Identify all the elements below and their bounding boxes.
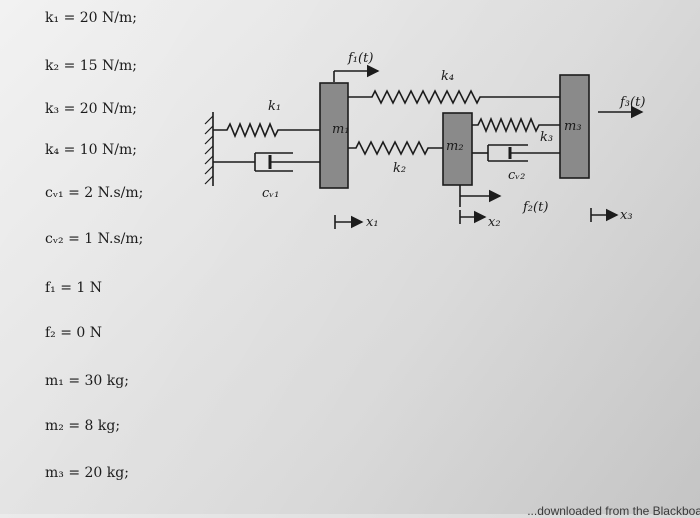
label-f3: f₃(t) <box>619 95 645 110</box>
param-m3: m₃ = 20 kg; <box>45 465 129 481</box>
mass-m1 <box>319 82 349 189</box>
param-f2: f₂ = 0 N <box>45 325 103 341</box>
label-k2: k₂ <box>393 161 406 176</box>
damper-cv1 <box>213 152 320 172</box>
spring-k1 <box>213 121 320 139</box>
label-f2: f₂(t) <box>522 200 548 215</box>
mass-m3 <box>559 74 590 179</box>
spring-k2 <box>348 140 443 156</box>
footer-watermark-text: ...downloaded from the Blackboa <box>527 504 700 518</box>
param-k2: k₂ = 15 N/m; <box>45 58 137 74</box>
param-k4: k₄ = 10 N/m; <box>45 142 137 158</box>
label-cv1: cᵥ₁ <box>262 186 279 201</box>
parameter-list: k₁ = 20 N/m; k₂ = 15 N/m; k₃ = 20 N/m; k… <box>0 0 200 514</box>
label-f1: f₁(t) <box>347 51 373 66</box>
param-k3: k₃ = 20 N/m; <box>45 101 137 117</box>
label-k3: k₃ <box>540 130 553 145</box>
damper-cv2 <box>472 144 560 162</box>
spring-k3 <box>472 116 560 134</box>
label-x2: x₂ <box>488 215 501 230</box>
spring-k4 <box>348 89 560 105</box>
label-m3: m₃ <box>564 119 582 134</box>
label-m1: m₁ <box>332 122 350 137</box>
param-m2: m₂ = 8 kg; <box>45 418 121 434</box>
param-cv2: cᵥ₂ = 1 N.s/m; <box>45 231 144 247</box>
label-cv2: cᵥ₂ <box>508 168 525 183</box>
label-m2: m₂ <box>446 139 464 154</box>
wall-hatch <box>204 115 214 185</box>
param-f1: f₁ = 1 N <box>45 280 103 296</box>
label-x1: x₁ <box>366 215 379 230</box>
label-k1: k₁ <box>268 99 281 114</box>
label-k4: k₄ <box>441 69 454 84</box>
param-m1: m₁ = 30 kg; <box>45 373 129 389</box>
param-cv1: cᵥ₁ = 2 N.s/m; <box>45 185 144 201</box>
mass-m2 <box>442 112 473 186</box>
param-k1: k₁ = 20 N/m; <box>45 10 137 26</box>
label-x3: x₃ <box>620 208 633 223</box>
